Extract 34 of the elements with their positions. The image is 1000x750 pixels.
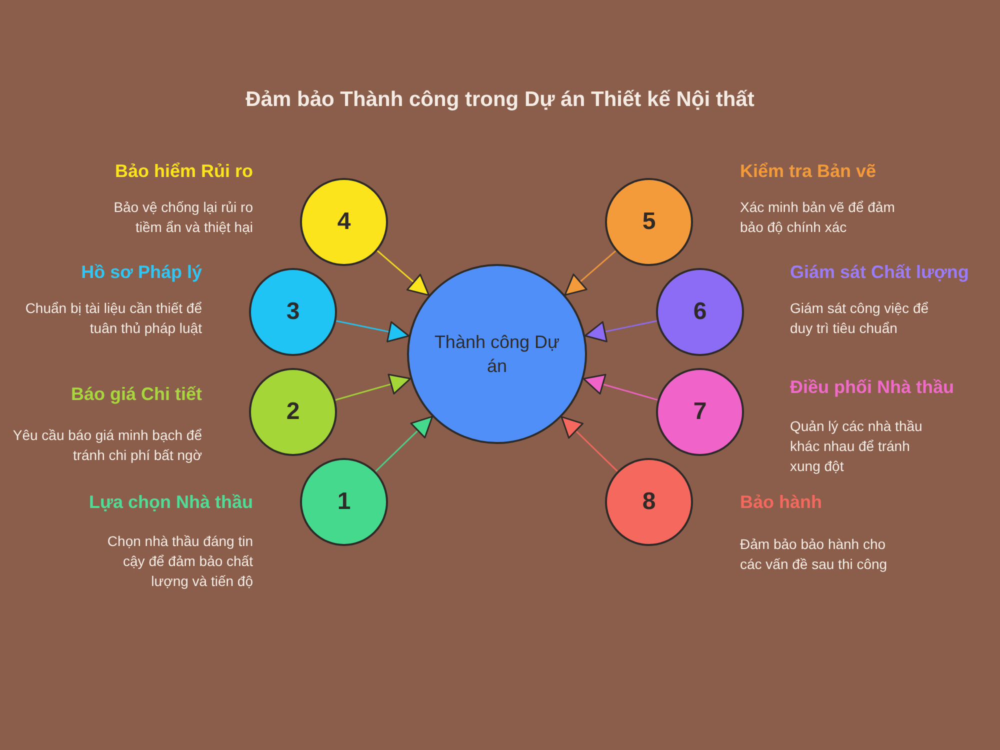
step-number-circle: 3 [249, 268, 337, 356]
step-heading: Giám sát Chất lượng [790, 262, 969, 283]
step-description: Chuẩn bị tài liệu cần thiết để tuân thủ pháp luật [24, 299, 202, 338]
triangle-arrow [335, 374, 412, 401]
step-description: Quản lý các nhà thầu khác nhau để tránh xung đột [790, 417, 924, 476]
step-heading: Hồ sơ Pháp lý [81, 262, 202, 283]
triangle-arrow [564, 250, 616, 296]
step-number-circle: 1 [300, 458, 388, 546]
step-description: Bảo vệ chống lại rủi ro tiềm ẩn và thiệt hại [112, 198, 253, 237]
step-description: Xác minh bản vẽ để đảm bảo độ chính xác [740, 198, 896, 237]
step-number-circle: 7 [656, 368, 744, 456]
triangle-arrow [375, 416, 434, 472]
diagram-title: Đảm bảo Thành công trong Dự án Thiết kế Nội thất [244, 88, 756, 112]
triangle-arrow [560, 416, 618, 472]
step-heading: Điều phối Nhà thầu [790, 377, 954, 398]
step-number-circle: 4 [300, 178, 388, 266]
step-description: Đảm bảo bảo hành cho các vấn đề sau thi công [740, 535, 888, 574]
hub-label: Thành công Dự án [433, 331, 561, 378]
step-description: Giám sát công việc để duy trì tiêu chuẩn [790, 299, 930, 338]
step-number-circle: 2 [249, 368, 337, 456]
triangle-arrow [376, 250, 430, 296]
step-heading: Lựa chọn Nhà thầu [88, 492, 253, 513]
triangle-arrow [582, 374, 658, 401]
step-heading: Bảo hành [740, 492, 822, 513]
step-number-circle: 8 [605, 458, 693, 546]
step-heading: Kiểm tra Bản vẽ [740, 161, 876, 182]
step-heading: Báo giá Chi tiết [70, 384, 202, 405]
step-number-circle: 5 [605, 178, 693, 266]
step-description: Chọn nhà thầu đáng tin cậy để đảm bảo chất lượng và tiến độ [106, 532, 253, 591]
step-number-circle: 6 [656, 268, 744, 356]
triangle-arrow [336, 320, 410, 342]
step-description: Yêu cầu báo giá minh bạch để tránh chi phí bất ngờ [12, 426, 202, 465]
step-heading: Bảo hiểm Rủi ro [114, 161, 253, 182]
triangle-arrow [584, 320, 658, 342]
